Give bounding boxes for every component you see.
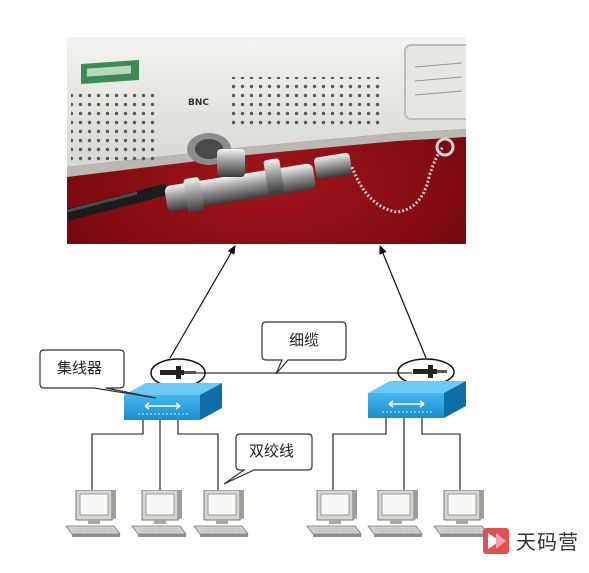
callout-thin-cable [261, 321, 347, 375]
arrow-left-to-photo [169, 245, 236, 359]
workstation-icon [306, 490, 362, 537]
bnc-port-label: BNC [188, 98, 209, 108]
watermark-text: 天码营 [516, 530, 579, 554]
workstation-icon [193, 490, 249, 537]
thin-cable-label: 细缆 [289, 331, 320, 349]
workstation-icon [367, 490, 423, 537]
callout-twisted-pair [223, 433, 313, 485]
callout-hub [39, 349, 157, 399]
tianmaying-logo-icon [483, 527, 509, 554]
arrow-right-to-photo [379, 245, 427, 359]
twisted-pair-left [91, 420, 219, 492]
hub-label: 集线器 [57, 359, 103, 377]
bnc-photo-illustration [67, 37, 466, 244]
right-bnc-t-icon [413, 365, 447, 378]
left-bnc-t-icon [160, 366, 196, 379]
twisted-pair-label: 双绞线 [249, 442, 295, 460]
twisted-pair-right [332, 418, 461, 492]
bnc-connector-photo: BNC [67, 37, 466, 244]
workstation-icon [65, 490, 121, 537]
hub-right [368, 381, 466, 418]
watermark: 天码营 [482, 526, 579, 555]
hub-left [124, 383, 222, 420]
workstation-icon [433, 490, 489, 537]
workstation-icon [131, 490, 187, 537]
